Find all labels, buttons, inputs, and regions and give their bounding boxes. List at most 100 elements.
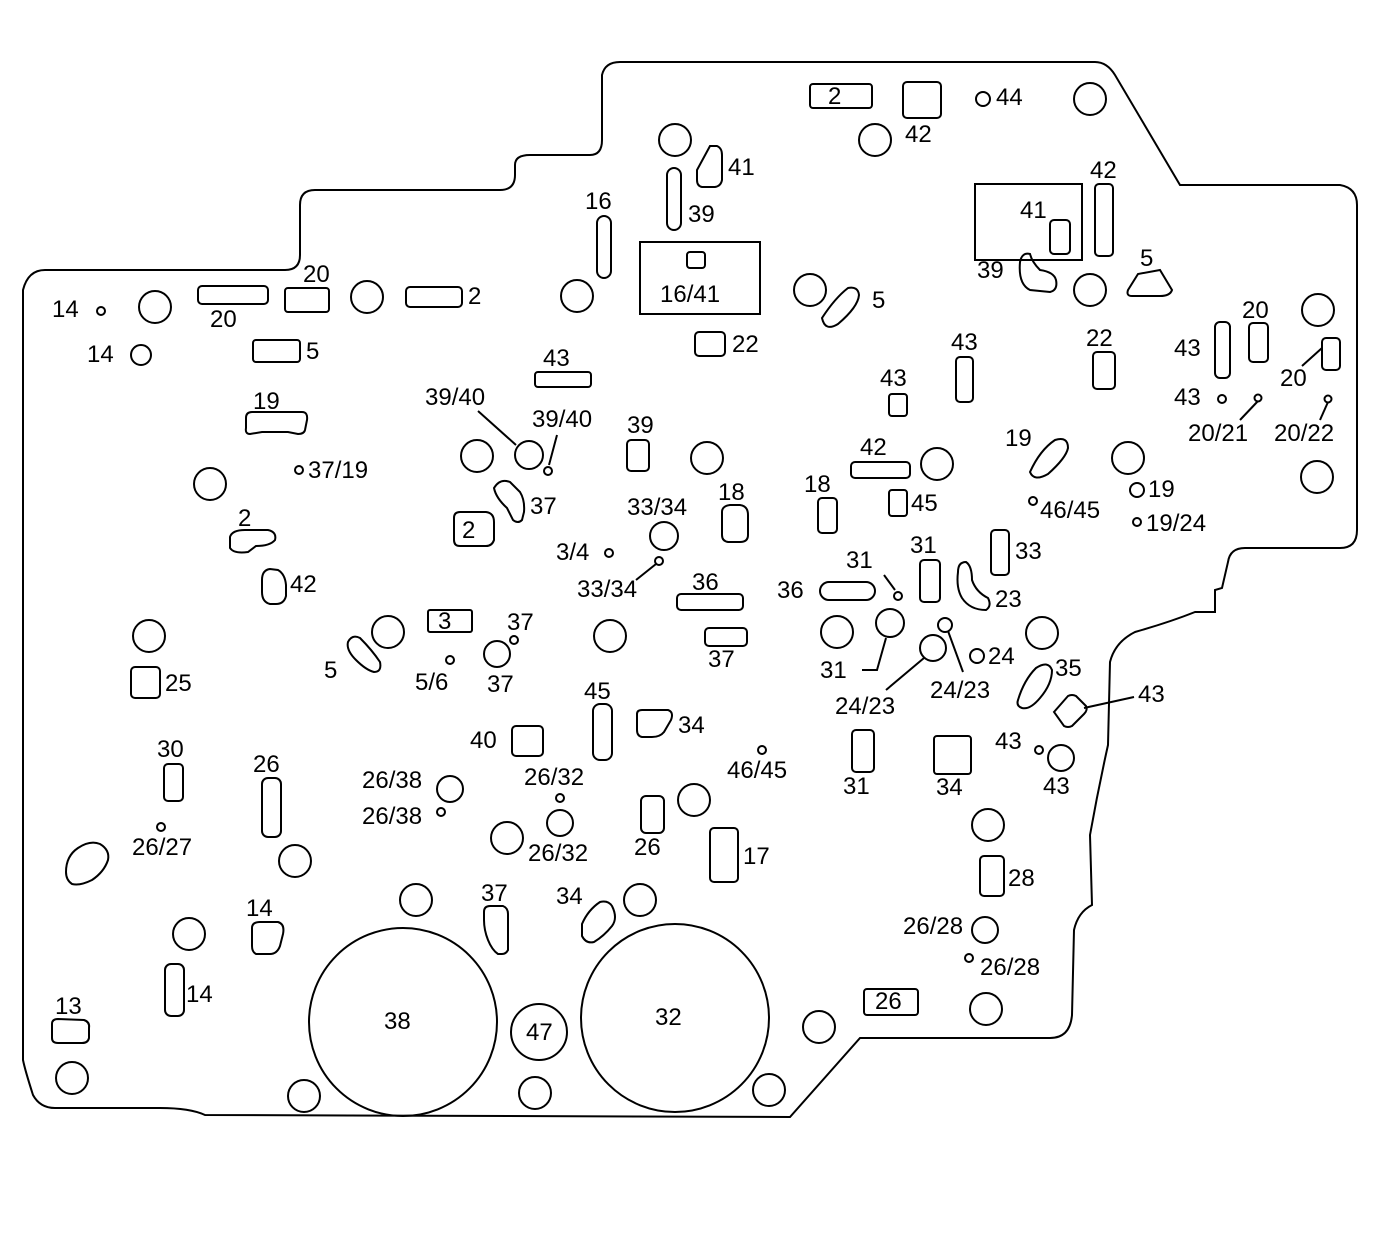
hole-left-25 bbox=[132, 619, 166, 653]
hole-center-left bbox=[460, 439, 494, 473]
label-26b: 26 bbox=[634, 834, 661, 861]
leader-24-23a bbox=[885, 657, 925, 691]
label-16-41: 16/41 bbox=[660, 281, 720, 308]
label-3-box: 3 bbox=[438, 608, 451, 635]
label-2-box: 2 bbox=[462, 517, 475, 544]
hole-43-small-b bbox=[1034, 745, 1044, 755]
port-23 bbox=[956, 560, 991, 612]
hole-42-round bbox=[858, 123, 892, 157]
label-32: 32 bbox=[655, 1004, 682, 1031]
hole-24-23 bbox=[919, 634, 947, 662]
hole-26-38-small bbox=[436, 807, 446, 817]
hole-bottom-mid bbox=[518, 1076, 552, 1110]
label-42c: 42 bbox=[860, 434, 887, 461]
hole-32-top bbox=[623, 883, 657, 917]
hole-14-bottom bbox=[172, 917, 206, 951]
label-13: 13 bbox=[55, 993, 82, 1020]
port-2-top bbox=[809, 83, 873, 109]
hole-5-6 bbox=[445, 655, 455, 665]
hole-37-19 bbox=[294, 465, 304, 475]
leader-24-23b bbox=[947, 630, 964, 673]
label-44: 44 bbox=[996, 84, 1023, 111]
port-14-bottom bbox=[251, 921, 285, 955]
label-43a: 43 bbox=[543, 345, 570, 372]
port-20-box bbox=[284, 287, 330, 313]
label-20a: 20 bbox=[210, 306, 237, 333]
label-43c: 43 bbox=[880, 365, 907, 392]
port-37-bottom bbox=[483, 905, 509, 955]
label-20d: 20 bbox=[1280, 365, 1307, 392]
label-18a: 18 bbox=[718, 479, 745, 506]
hole-left-mid bbox=[193, 467, 227, 501]
bore-47 bbox=[510, 1003, 568, 1061]
port-39-curved bbox=[1018, 252, 1058, 294]
bore-32 bbox=[580, 923, 770, 1113]
label-22b: 22 bbox=[1086, 325, 1113, 352]
port-18-center bbox=[721, 504, 749, 543]
hole-24-23-small bbox=[937, 617, 953, 633]
box-16-41 bbox=[639, 241, 761, 315]
label-20-22: 20/22 bbox=[1274, 420, 1334, 447]
label-19c: 19 bbox=[1148, 476, 1175, 503]
leader-20 bbox=[1301, 347, 1323, 367]
label-17: 17 bbox=[743, 843, 770, 870]
label-43h: 43 bbox=[1043, 773, 1070, 800]
hole-37-small bbox=[509, 635, 519, 645]
port-43-center bbox=[534, 371, 592, 388]
hole-center-lower bbox=[490, 821, 524, 855]
hole-20 bbox=[350, 280, 384, 314]
label-33: 33 bbox=[1015, 538, 1042, 565]
label-34b: 34 bbox=[678, 712, 705, 739]
label-31a: 31 bbox=[846, 547, 873, 574]
port-26-center bbox=[640, 795, 665, 834]
label-34c: 34 bbox=[936, 774, 963, 801]
label-26-28b: 26/28 bbox=[980, 954, 1040, 981]
hole-16 bbox=[560, 279, 594, 313]
port-13 bbox=[51, 1017, 91, 1044]
port-2-slot bbox=[405, 286, 463, 308]
hole-20-bottom bbox=[1300, 460, 1334, 494]
hole-top-41 bbox=[658, 123, 692, 157]
label-36b: 36 bbox=[777, 577, 804, 604]
port-43-small bbox=[888, 393, 908, 417]
label-22a: 22 bbox=[732, 331, 759, 358]
label-14d: 14 bbox=[186, 981, 213, 1008]
hole-46-45b bbox=[757, 745, 767, 755]
hole-bottom-left bbox=[287, 1079, 321, 1113]
label-39b: 39 bbox=[977, 257, 1004, 284]
port-43-diamond bbox=[1052, 694, 1088, 728]
label-26-38a: 26/38 bbox=[362, 767, 422, 794]
hole-26-box bbox=[802, 1010, 836, 1044]
port-36-center bbox=[676, 593, 744, 611]
hole-26-38 bbox=[436, 775, 464, 803]
label-46-45b: 46/45 bbox=[727, 757, 787, 784]
hole-39-40 bbox=[514, 440, 544, 470]
port-37 bbox=[492, 479, 526, 523]
label-31c: 31 bbox=[820, 657, 847, 684]
port-39-center bbox=[626, 439, 650, 472]
port-17 bbox=[709, 827, 739, 883]
port-26-slot bbox=[261, 777, 282, 838]
port-5-right bbox=[1126, 268, 1174, 297]
port-19-diag bbox=[1028, 438, 1070, 479]
label-39c: 39 bbox=[627, 412, 654, 439]
label-5c: 5 bbox=[306, 338, 319, 365]
label-40: 40 bbox=[470, 727, 497, 754]
label-2b: 2 bbox=[238, 505, 251, 532]
port-40 bbox=[511, 725, 544, 757]
label-37d: 37 bbox=[708, 646, 735, 673]
port-34-bottom bbox=[581, 900, 616, 944]
port-39-slot bbox=[666, 167, 682, 231]
label-41a: 41 bbox=[728, 154, 755, 181]
hole-14-small bbox=[96, 306, 106, 316]
hole-19-small bbox=[1129, 482, 1145, 498]
label-33-34a: 33/34 bbox=[627, 494, 687, 521]
hole-26-27 bbox=[156, 822, 166, 832]
leader-39-40b bbox=[548, 434, 558, 466]
label-43g: 43 bbox=[995, 728, 1022, 755]
label-43e: 43 bbox=[1174, 384, 1201, 411]
label-25: 25 bbox=[165, 670, 192, 697]
label-36a: 36 bbox=[692, 569, 719, 596]
hole-26-28-small bbox=[964, 953, 974, 963]
